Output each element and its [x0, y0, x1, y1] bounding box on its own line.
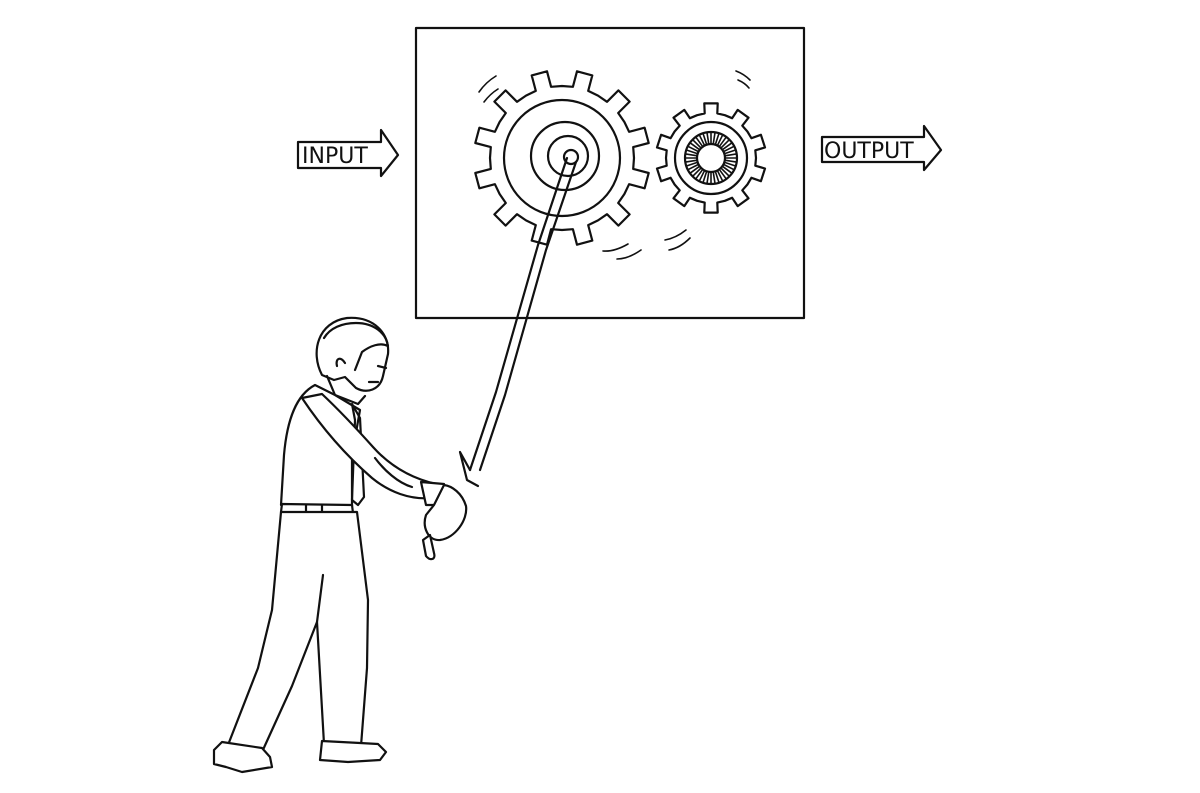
small-gear-spoke: [723, 161, 736, 167]
small-gear-spoke: [714, 133, 720, 146]
large-gear-icon: [474, 70, 650, 246]
businessman-figure: [212, 316, 468, 774]
small-gear-icon: [655, 102, 767, 214]
output-arrow: OUTPUT: [820, 124, 943, 172]
small-gear-spoke: [698, 134, 706, 147]
output-label: OUTPUT: [824, 139, 914, 164]
small-gear-spoke: [689, 142, 701, 151]
small-gear-spoke: [720, 139, 730, 149]
small-gear-spoke: [686, 161, 699, 167]
small-gear-rim: [673, 120, 749, 196]
small-gear-spoke: [721, 142, 733, 151]
small-gear-spoke: [718, 137, 727, 148]
large-gear-teeth: [474, 70, 650, 246]
large-gear-ring: [529, 120, 601, 192]
small-gear-spoke: [722, 163, 735, 171]
input-arrow: INPUT: [296, 128, 400, 178]
small-gear-spoke: [692, 139, 702, 149]
small-gear-spoke: [723, 159, 737, 163]
small-gear-spoke: [685, 159, 699, 163]
small-gear-spoke: [714, 170, 720, 183]
small-gear-spoke: [721, 165, 733, 174]
input-label: INPUT: [302, 144, 368, 169]
small-gear-spoke: [702, 170, 708, 183]
small-gear-spoke: [723, 149, 736, 155]
small-gear-spoke: [698, 169, 706, 182]
small-gear-spoke: [716, 134, 724, 147]
small-gear-spoke: [692, 167, 702, 177]
small-gear-ring: [683, 130, 739, 186]
small-gear-spoke: [722, 145, 735, 153]
small-gear-spoke: [702, 133, 708, 146]
large-gear-rim: [502, 98, 622, 218]
small-gear-spoke: [712, 132, 716, 145]
small-gear-spoke: [687, 145, 700, 153]
small-gear-spoke: [706, 171, 710, 184]
small-gear-spoke: [706, 132, 710, 145]
crank-rod: [458, 156, 578, 488]
small-gear-spoke: [718, 168, 727, 179]
small-gear-spoke: [723, 153, 737, 157]
motion-lines: [478, 70, 751, 260]
large-gear-hub: [546, 134, 590, 178]
small-gear-spoke: [689, 165, 701, 174]
small-gear-spoke: [712, 171, 716, 184]
small-gear-spoke: [695, 168, 704, 179]
small-gear-spoke: [695, 137, 704, 148]
small-gear-spoke: [687, 163, 700, 171]
large-gear-axle: [562, 148, 580, 166]
small-gear-spoke: [686, 149, 699, 155]
small-gear-hub: [695, 142, 727, 174]
small-gear-spoke: [720, 167, 730, 177]
small-gear-spoke: [685, 153, 699, 157]
small-gear-spoke: [716, 169, 724, 182]
